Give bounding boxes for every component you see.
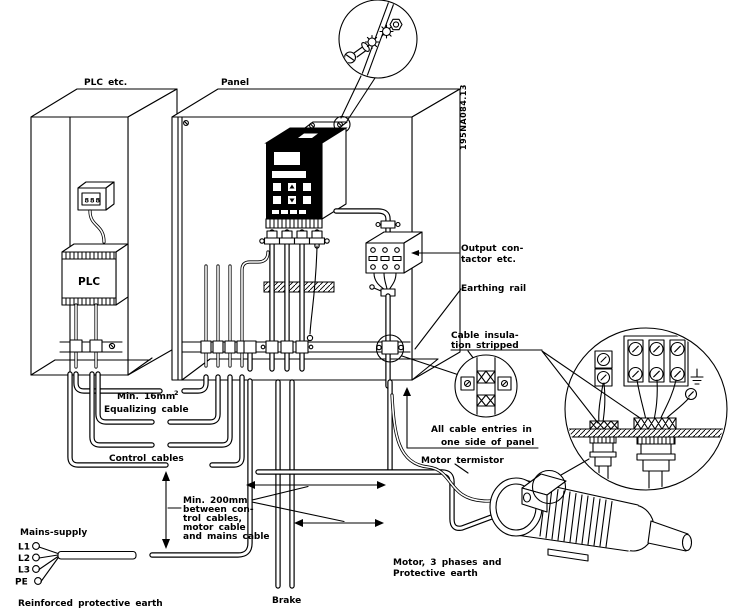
mains-supply-terminals [32, 542, 137, 585]
label-cable-insulation-2: tion stripped [451, 341, 519, 351]
label-output-contactor-1: Output con- [461, 244, 524, 254]
label-terminal-l2: L2 [18, 554, 30, 564]
drive-display [274, 152, 300, 165]
label-brake: Brake [272, 596, 301, 606]
label-min200-3: trol cables, [183, 514, 242, 524]
gland-reference-circle [531, 469, 567, 505]
plc-unit-label: PLC [78, 276, 100, 288]
label-reinforced-earth: Reinforced protective earth [18, 599, 163, 609]
label-control-cables: Control cables [109, 454, 184, 464]
panel-control-cables [204, 250, 270, 343]
label-terminal-pe: PE [15, 578, 28, 588]
label-earthing-rail: Earthing rail [461, 284, 526, 294]
label-plc-cabinet: PLC etc. [84, 78, 127, 88]
cable-gland-large [636, 436, 676, 489]
plc-unit: PLC [61, 243, 129, 306]
earthing-rail [181, 334, 411, 389]
dimension-arrows [162, 471, 386, 549]
detail-bubble-terminals [564, 327, 728, 491]
label-cable-entries-1: All cable entries in [431, 425, 532, 435]
label-equalizing-1: Min. 16mm [117, 392, 175, 402]
cable-gland-small [589, 436, 617, 483]
label-terminal-l1: L1 [18, 543, 30, 553]
label-cable-insulation-1: Cable insula- [451, 331, 519, 341]
label-min200-4: motor cable [183, 523, 246, 533]
label-cable-entries-2: one side of panel [441, 438, 534, 448]
label-min200-5: and mains cable [183, 532, 270, 542]
plc-display-device: 888 [77, 181, 115, 211]
external-cables [67, 371, 532, 589]
label-panel: Panel [221, 78, 249, 88]
label-min200-2: between con- [183, 505, 254, 515]
label-equalizing-2: Equalizing cable [104, 405, 189, 415]
drive-keypad [272, 183, 311, 214]
detail-bubble-clamp [401, 350, 518, 418]
label-motor-2: Protective earth [393, 569, 478, 579]
plc-cabinet: 888 PLC [30, 88, 178, 376]
label-mains-supply: Mains-supply [20, 528, 87, 538]
earth-symbol-icon [690, 368, 704, 385]
drive-cable-clamps [259, 230, 330, 245]
frequency-converter [259, 127, 401, 344]
label-equalizing-sup: 2 [174, 389, 179, 397]
stripped-clamp-reference [375, 334, 405, 363]
label-part-number: 195NA084.13 [459, 84, 468, 150]
label-motor-1: Motor, 3 phases and [393, 558, 502, 568]
label-min200-1: Min. 200mm [183, 496, 248, 506]
label-output-contactor-2: tactor etc. [461, 255, 516, 265]
motor [489, 458, 693, 562]
annotation-leaders [167, 250, 641, 523]
annotations: PLC etc. Panel 195NA084.13 Output con- t… [15, 78, 534, 609]
motor-shaft [647, 520, 689, 552]
detail-bubble-mounting [338, 0, 418, 122]
plc-display-value: 888 [85, 197, 102, 205]
label-motor-termistor: Motor termistor [421, 456, 504, 466]
output-contactor [365, 231, 423, 344]
label-terminal-l3: L3 [18, 566, 30, 576]
